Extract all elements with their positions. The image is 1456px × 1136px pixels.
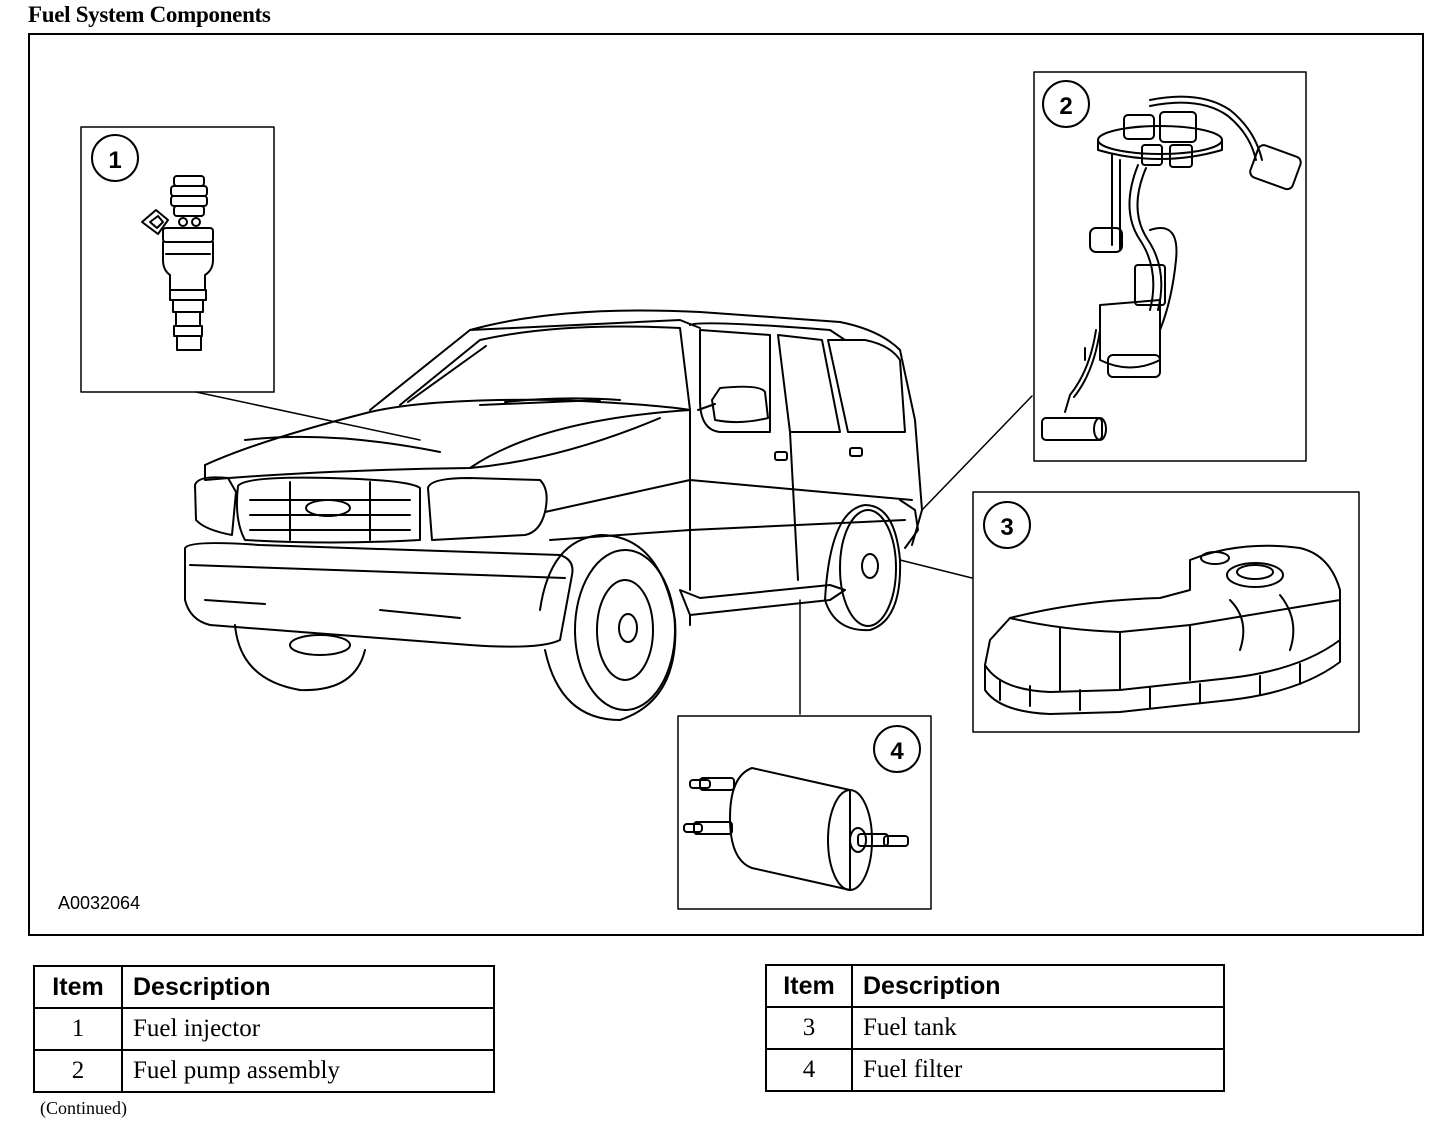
legend-header-description: Description [121,965,495,1009]
table-row: 2 Fuel pump assembly [33,1049,495,1093]
inset-fuel-tank: 3 [972,491,1360,733]
legend-item-number: 4 [765,1048,853,1092]
figure-code: A0032064 [58,893,141,913]
page-title: Fuel System Components [28,2,271,27]
legend-header-item: Item [33,965,123,1009]
callout-4: 4 [890,738,904,765]
legend-item-description: Fuel filter [851,1048,1225,1092]
legend-table-right: Item Description 3 Fuel tank 4 Fuel filt… [765,964,1225,1092]
vehicle-illustration [184,309,923,721]
fuel-injector-illustration [141,175,214,351]
legend-table-left: Item Description 1 Fuel injector 2 Fuel … [33,965,495,1093]
legend-header-description: Description [851,964,1225,1008]
inset-fuel-pump-assembly: 2 [1033,71,1307,462]
legend-item-description: Fuel pump assembly [121,1049,495,1093]
legend-item-number: 1 [33,1007,123,1051]
callout-2: 2 [1059,93,1072,120]
fuel-pump-illustration [1041,95,1302,441]
legend-header-item: Item [765,964,853,1008]
fuel-tank-illustration [984,544,1341,715]
legend-item-description: Fuel injector [121,1007,495,1051]
fuel-filter-illustration [683,767,909,891]
continued-note: (Continued) [40,1098,127,1118]
legend-item-number: 3 [765,1006,853,1050]
leader-lines [195,391,1033,715]
inset-fuel-filter: 4 [677,715,932,910]
callout-3: 3 [1000,514,1013,541]
table-row: 1 Fuel injector [33,1007,495,1051]
table-row: 3 Fuel tank [765,1006,1225,1050]
diagram-frame [28,33,1424,936]
callout-1: 1 [108,147,121,174]
legend-item-description: Fuel tank [851,1006,1225,1050]
legend-item-number: 2 [33,1049,123,1093]
inset-fuel-injector: 1 [80,126,275,393]
table-row: 4 Fuel filter [765,1048,1225,1092]
